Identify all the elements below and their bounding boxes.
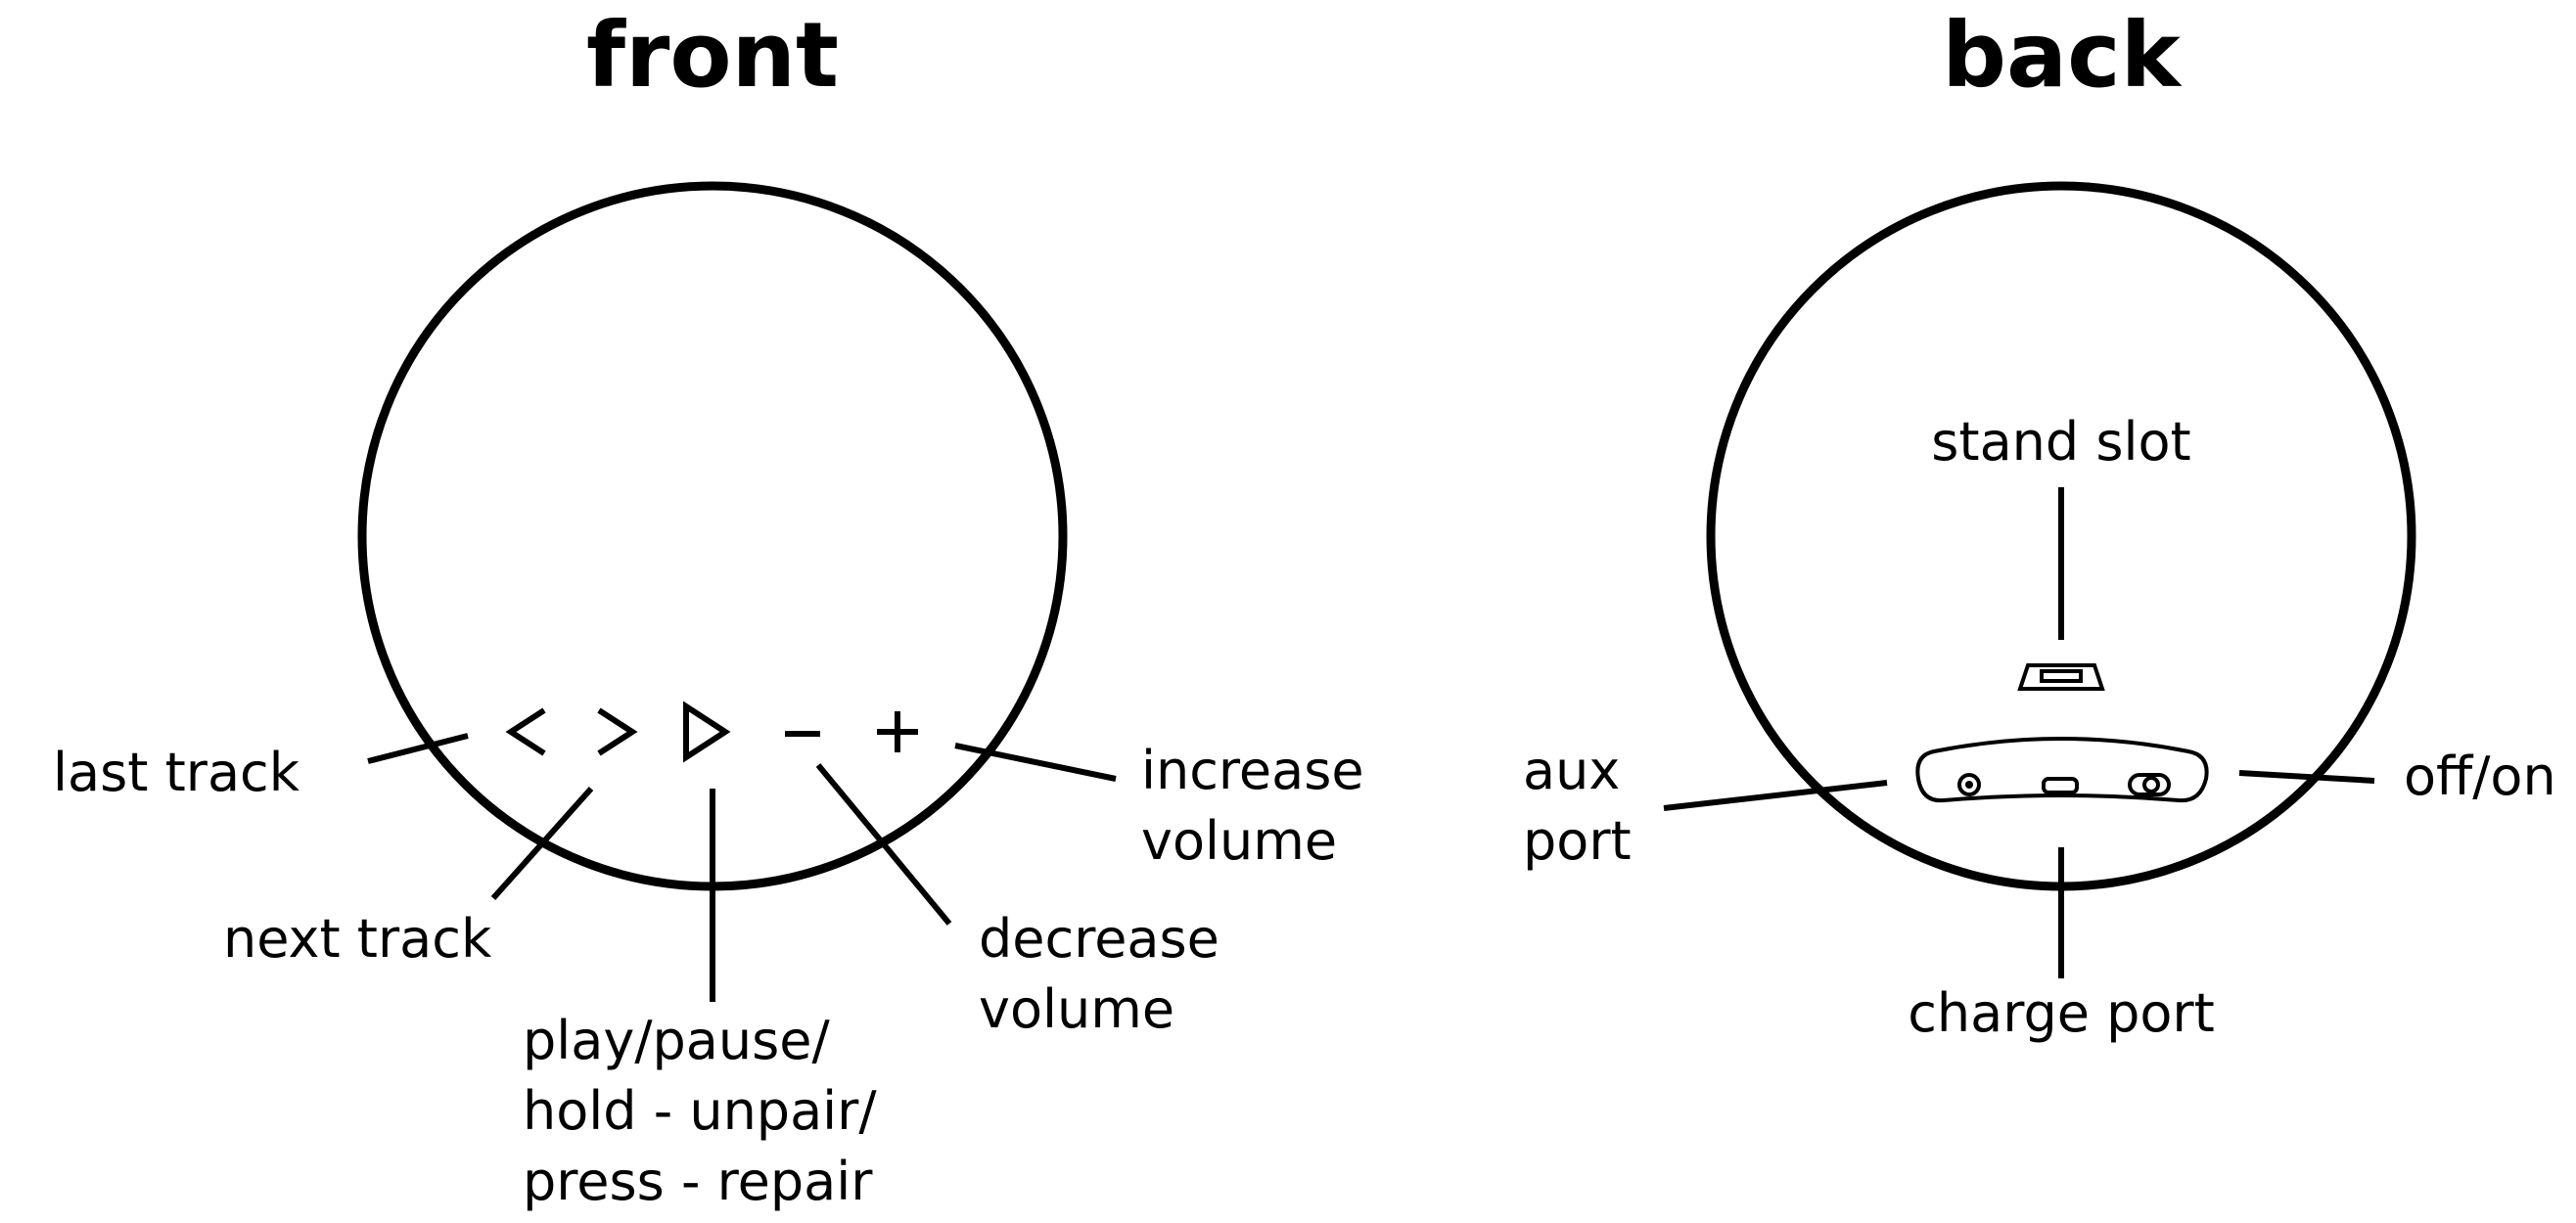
svg-text:aux: aux: [1523, 740, 1620, 801]
decrease-volume-leader: [815, 763, 952, 926]
power-switch-icon[interactable]: [2128, 773, 2171, 796]
decrease-volume-label: decrease volume: [979, 908, 1219, 1040]
front-buttons: [505, 701, 918, 763]
svg-text:press - repair: press - repair: [523, 1151, 873, 1212]
increase-volume-leader: [954, 743, 1117, 782]
aux-port-leader: [1663, 780, 1888, 811]
front-title: front: [586, 3, 839, 108]
svg-text:port: port: [1523, 810, 1632, 872]
play-icon[interactable]: [683, 701, 731, 763]
svg-text:volume: volume: [979, 978, 1174, 1040]
next-track-icon[interactable]: [597, 707, 638, 756]
charge-port-icon[interactable]: [2042, 777, 2079, 794]
port-panel: [1915, 737, 2209, 803]
off-on-leader: [2238, 770, 2375, 784]
next-track-leader: [490, 787, 594, 900]
svg-text:decrease: decrease: [979, 908, 1219, 970]
last-track-leader: [367, 733, 469, 764]
back-view: back stand slot aux port off/on charge p…: [1523, 3, 2556, 1044]
svg-text:volume: volume: [1141, 810, 1337, 872]
aux-port-icon[interactable]: [1957, 773, 1981, 796]
last-track-label: last track: [53, 742, 300, 803]
svg-text:play/pause/: play/pause/: [523, 1010, 830, 1071]
front-speaker-outline: [357, 181, 1068, 891]
stand-slot-inner: [2040, 669, 2083, 683]
next-track-label: next track: [223, 908, 492, 970]
charge-port-label: charge port: [1908, 982, 2215, 1044]
svg-text:increase: increase: [1141, 740, 1364, 801]
plus-icon[interactable]: [877, 711, 918, 752]
last-track-icon[interactable]: [505, 707, 546, 756]
aux-port-label: aux port: [1523, 740, 1632, 872]
stand-slot-icon: [2017, 663, 2105, 691]
front-view: front last track next track play/pause/ …: [53, 3, 1364, 1212]
off-on-label: off/on: [2404, 746, 2556, 807]
increase-volume-label: increase volume: [1141, 740, 1364, 872]
play-pause-label: play/pause/ hold - unpair/ press - repai…: [523, 1010, 877, 1212]
stand-slot-label: stand slot: [1931, 411, 2190, 473]
back-title: back: [1942, 3, 2182, 108]
svg-text:hold - unpair/: hold - unpair/: [523, 1080, 877, 1142]
